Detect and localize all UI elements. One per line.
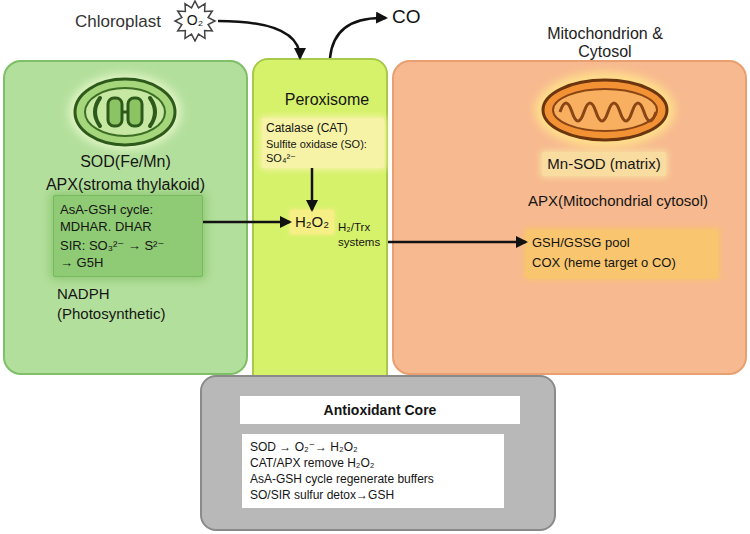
enzyme-box: Mn-SOD (matrix) bbox=[542, 152, 666, 176]
enzyme-text: APX(Mitochondrial cytosol) bbox=[492, 192, 744, 210]
compartment-box: ChloroplastSOD(Fe/Mn)APX(stroma thylakoi… bbox=[3, 60, 248, 375]
enzyme-text: SOD(Fe/Mn) bbox=[5, 152, 246, 171]
compartment-box: Mitochondrion & CytosolAPX(Mitochondrial… bbox=[392, 60, 747, 375]
compartment-heading: Peroxisome bbox=[264, 90, 390, 109]
enzyme-text: Mn-SOD (matrix) bbox=[542, 155, 666, 173]
molecule-label: H₂O₂ bbox=[290, 213, 334, 231]
molecule-label: O₂ bbox=[172, 12, 218, 29]
pathway-text: AsA-GSH cycle: MDHAR. DHAR bbox=[60, 201, 172, 235]
compartment-heading: Mitochondrion & Cytosol bbox=[544, 25, 666, 61]
flow-arrow bbox=[218, 21, 300, 58]
enzyme-text: APX(stroma thylakoid) bbox=[5, 175, 246, 194]
compartment-box: PeroxisomeH₂/Trx systems Catalase (CAT) Su… bbox=[252, 58, 388, 398]
enzyme-text: Catalase (CAT) bbox=[266, 121, 382, 135]
pool-text: GSH/GSSG pool bbox=[532, 235, 714, 251]
summary-heading: Antioxidant Core bbox=[240, 396, 520, 424]
text-panel: SOD → O₂⁻→ H₂O₂CAT/APX remove H₂O₂AsA-GS… bbox=[242, 434, 504, 508]
release-arrow bbox=[330, 18, 386, 58]
oxygen-starburst: O₂ bbox=[172, 0, 218, 42]
enzyme-text: Sulfite oxidase (SO): SO₄²⁻ bbox=[266, 137, 382, 165]
enzyme-box: Catalase (CAT) Sulfite oxidase (SO): SO₄²… bbox=[262, 118, 384, 168]
summary-line: SO/SIR sulfur detox→GSH bbox=[250, 487, 500, 503]
summary-box: SOD → O₂⁻→ H₂O₂CAT/APX remove H₂O₂AsA-GS… bbox=[200, 375, 556, 531]
molecule-label: CO bbox=[392, 6, 421, 29]
pathway-box: AsA-GSH cycle: MDHAR. DHARSIR: SO₃²⁻ → S… bbox=[53, 195, 203, 277]
summary-line: SOD → O₂⁻→ H₂O₂ bbox=[250, 439, 500, 455]
compartment-heading: Chloroplast bbox=[75, 12, 195, 32]
system-text: H₂/Trx systems bbox=[338, 220, 388, 250]
summary-line: AsA-GSH cycle regenerate buffers bbox=[250, 471, 500, 487]
pool-text: COX (heme target o CO) bbox=[532, 255, 714, 271]
pathway-text: SIR: SO₃²⁻ → S²⁻ → G5H bbox=[60, 237, 172, 271]
summary-line: CAT/APX remove H₂O₂ bbox=[250, 455, 500, 471]
pool-box: GSH/GSSG poolCOX (heme target o CO) bbox=[526, 230, 718, 278]
molecule-box: H₂O₂ bbox=[290, 210, 334, 234]
cofactor-text: NADPH (Photosynthetic) bbox=[57, 284, 192, 324]
